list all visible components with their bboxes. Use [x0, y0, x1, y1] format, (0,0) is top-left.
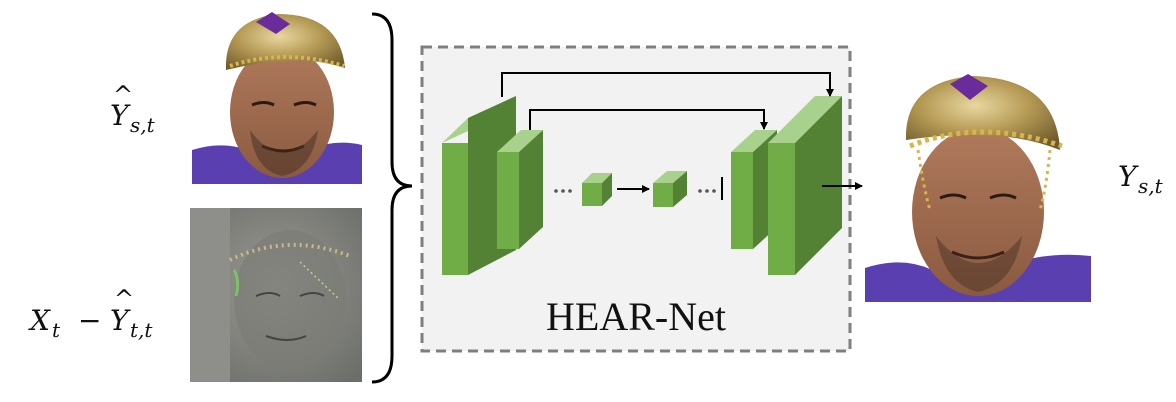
input-image-bottom — [190, 208, 362, 382]
label-input-bottom-sub1: t — [52, 318, 61, 342]
label-input-top: ^ Y s,t — [110, 81, 156, 137]
label-input-top-base: Y — [110, 99, 131, 132]
label-input-bottom-hat: ^ — [114, 285, 134, 313]
label-input-top-hat: ^ — [113, 81, 133, 109]
label-input-top-sub: s,t — [130, 113, 156, 137]
label-input-bottom-base1: X — [28, 304, 51, 337]
input-image-top — [190, 12, 362, 184]
skip-connection-outer — [501, 72, 834, 97]
curly-brace-icon — [371, 12, 413, 384]
ellipsis-left — [554, 189, 572, 193]
output-image — [865, 74, 1091, 302]
label-output-base: Y — [1118, 160, 1139, 193]
label-input-bottom-minus: − — [78, 304, 101, 337]
label-input-bottom: X t − ^ Y t,t — [28, 285, 153, 342]
skip-connection-inner — [529, 109, 768, 130]
bottleneck-block-2 — [653, 171, 687, 207]
bottleneck-block-1 — [582, 173, 612, 206]
label-input-bottom-sub2: t,t — [130, 318, 153, 342]
network-label: HEAR-Net — [546, 294, 726, 339]
encoder-block-2 — [497, 130, 543, 249]
label-input-bottom-base2: Y — [110, 304, 131, 337]
decoder-block-2 — [768, 96, 842, 275]
label-output: Y s,t — [1118, 160, 1164, 198]
label-output-sub: s,t — [1138, 174, 1164, 198]
ellipsis-right — [698, 189, 716, 193]
